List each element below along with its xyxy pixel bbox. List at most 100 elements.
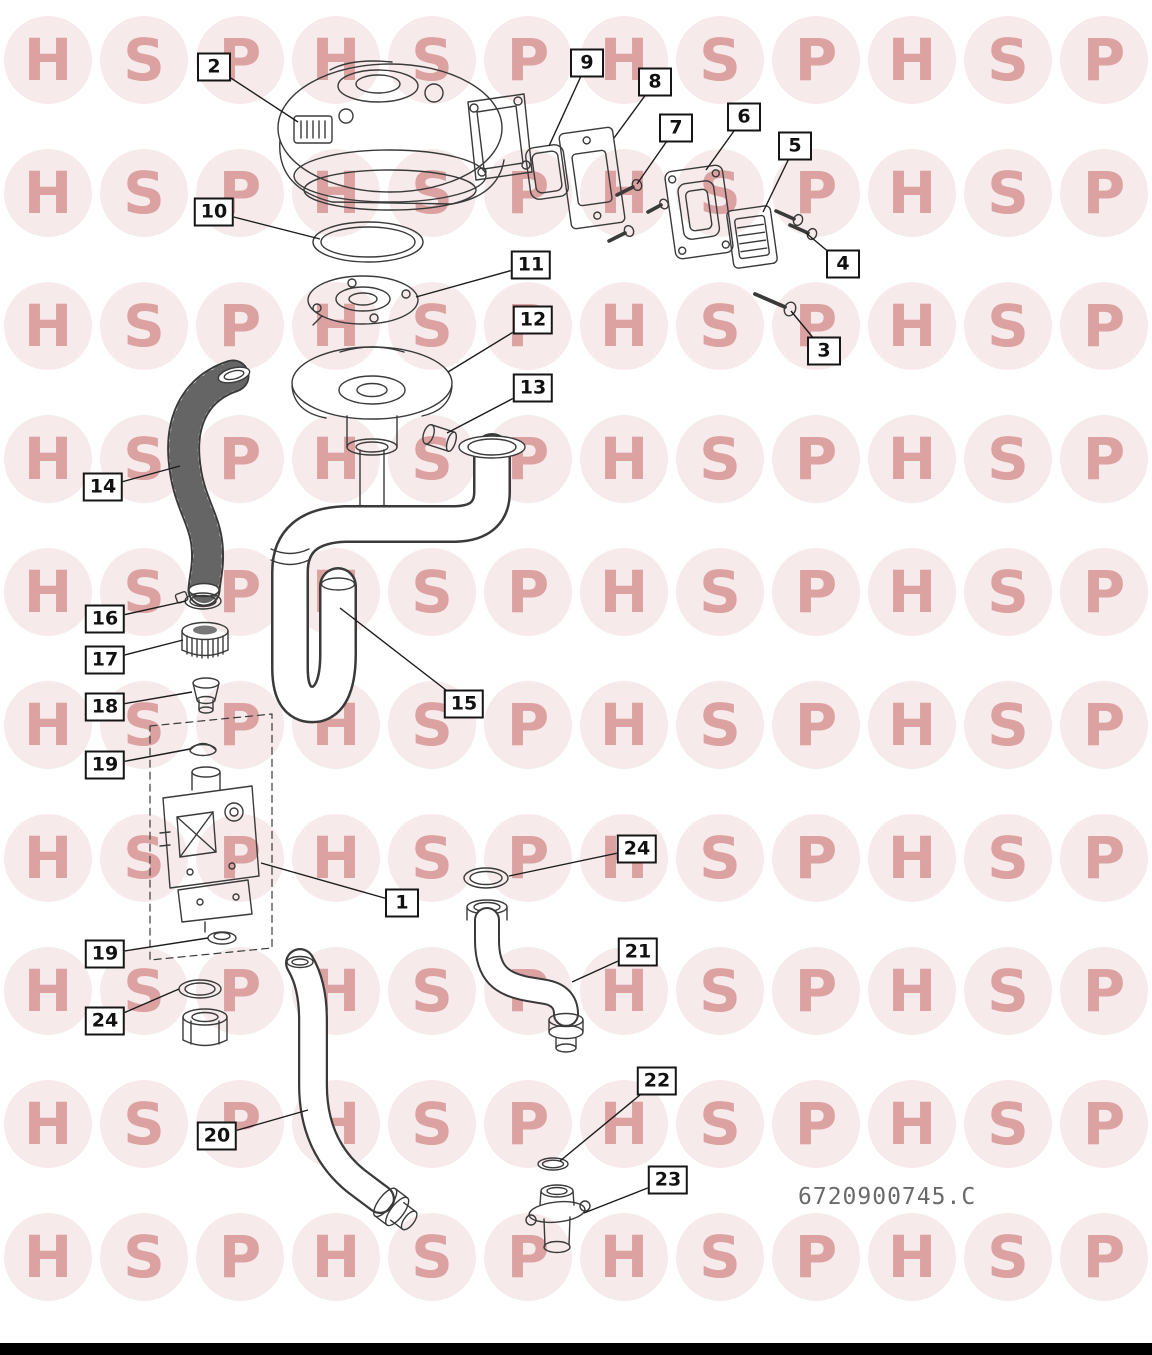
watermark-letter-P: P [196,947,284,1035]
watermark-letter-P: P [772,415,860,503]
watermark-letter-P: P [772,814,860,902]
callout-7: 7 [659,113,693,143]
watermark-letter-S: S [100,16,188,104]
watermark-letter-P: P [1060,814,1148,902]
callout-2: 2 [197,52,231,82]
watermark-letter-H: H [4,282,92,370]
callout-8: 8 [638,67,672,97]
part-oring-24-right [463,867,509,889]
part-oring-22 [537,1157,569,1171]
callout-10: 10 [193,197,235,227]
watermark-letter-H: H [580,415,668,503]
watermark-letter-S: S [388,947,476,1035]
watermark-letter-S: S [964,16,1052,104]
callout-11: 11 [510,250,552,280]
watermark-letter-H: H [868,814,956,902]
part-flue-gasket [525,144,569,200]
watermark-letter-S: S [100,1080,188,1168]
watermark-letter-P: P [1060,947,1148,1035]
part-sight-glass [726,205,778,269]
watermark-letter-S: S [964,282,1052,370]
callout-24: 24 [616,834,658,864]
watermark-letter-P: P [196,681,284,769]
watermark-letter-P: P [484,681,572,769]
watermark-letter-S: S [964,947,1052,1035]
valve-group-outline [149,713,273,961]
watermark-letter-P: P [772,681,860,769]
watermark-letter-P: P [1060,16,1148,104]
watermark-letter-P: P [772,16,860,104]
part-flex-hose [167,359,251,607]
watermark-letter-S: S [676,681,764,769]
watermark-letter-S: S [676,1080,764,1168]
watermark-letter-P: P [1060,1213,1148,1301]
watermark-letter-H: H [580,548,668,636]
watermark-letter-H: H [868,681,956,769]
callout-24: 24 [84,1006,126,1036]
callout-21: 21 [617,937,659,967]
callout-4: 4 [826,249,860,279]
part-water-pipe [466,899,584,1053]
watermark-letter-P: P [772,548,860,636]
callout-18: 18 [84,692,126,722]
watermark-letter-S: S [964,681,1052,769]
part-screws-4 [774,209,818,241]
watermark-letter-P: P [484,548,572,636]
part-oring-fan [312,221,424,263]
callout-12: 12 [512,305,554,335]
callout-5: 5 [778,131,812,161]
watermark-letter-S: S [100,149,188,237]
watermark-letter-P: P [772,947,860,1035]
watermark-letter-P: P [1060,681,1148,769]
watermark-letter-P: P [772,1213,860,1301]
watermark-letter-S: S [964,1213,1052,1301]
watermark-letter-H: H [4,681,92,769]
watermark-letter-H: H [580,282,668,370]
watermark-letter-H: H [4,415,92,503]
watermark-letter-H: H [580,1213,668,1301]
watermark-letter-S: S [676,548,764,636]
watermark-letter-P: P [1060,415,1148,503]
watermark-letter-S: S [388,1213,476,1301]
callout-20: 20 [196,1121,238,1151]
watermark-letter-H: H [4,947,92,1035]
watermark-letter-H: H [4,1080,92,1168]
watermark-letter-H: H [292,1213,380,1301]
callout-6: 6 [727,102,761,132]
callout-19: 19 [84,939,126,969]
part-gas-valve [159,766,260,933]
watermark-letter-H: H [4,548,92,636]
callout-1: 1 [385,888,419,918]
watermark-letter-P: P [1060,282,1148,370]
document-code: 6720900745.C [798,1184,977,1210]
watermark-letter-H: H [868,548,956,636]
watermark-letter-P: P [484,1213,572,1301]
watermark-letter-S: S [676,415,764,503]
watermark-letter-H: H [292,16,380,104]
watermark-letter-S: S [676,16,764,104]
watermark-letter-P: P [196,1213,284,1301]
watermark-letter-H: H [868,1213,956,1301]
watermark-letter-P: P [772,1080,860,1168]
watermark-letter-H: H [868,1080,956,1168]
watermark-letter-P: P [1060,1080,1148,1168]
watermark-letter-H: H [4,16,92,104]
watermark-letter-H: H [868,16,956,104]
watermark-letter-P: P [484,1080,572,1168]
watermark-letter-P: P [196,282,284,370]
part-ribbed-nut [181,621,229,659]
watermark-letter-S: S [964,415,1052,503]
part-burner-pipe [270,433,526,724]
watermark-letter-H: H [4,814,92,902]
watermark-letter-S: S [964,814,1052,902]
watermark-letter-S: S [388,16,476,104]
watermark-letter-H: H [868,282,956,370]
part-injector [192,677,220,714]
watermark-letter-H: H [4,149,92,237]
watermark-letter-P: P [196,415,284,503]
watermark-letter-S: S [676,1213,764,1301]
watermark-letter-H: H [580,681,668,769]
watermark-letter-S: S [964,1080,1052,1168]
watermark-letter-S: S [100,282,188,370]
